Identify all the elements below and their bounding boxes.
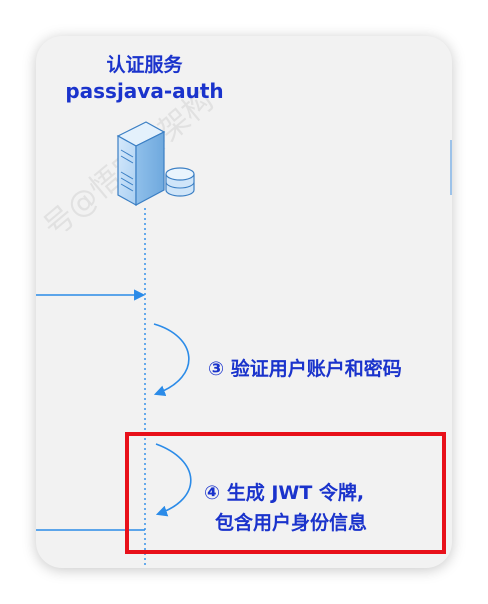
step4-label-line1: ④ 生成 JWT 令牌,	[204, 482, 365, 504]
service-name-en: passjava-auth	[65, 79, 224, 103]
highlight-box	[125, 432, 446, 554]
service-name-cn: 认证服务	[106, 54, 183, 76]
server-database-icon	[116, 121, 195, 207]
diagram-card: 号@悟空聊架构 认证服务 passjava-auth	[36, 36, 452, 568]
step4-label-line2: 包含用户身份信息	[215, 512, 368, 534]
step3-label: ③ 验证用户账户和密码	[208, 358, 402, 380]
self-call-arrow-step4	[155, 443, 192, 517]
self-call-arrow-step3	[153, 323, 190, 397]
